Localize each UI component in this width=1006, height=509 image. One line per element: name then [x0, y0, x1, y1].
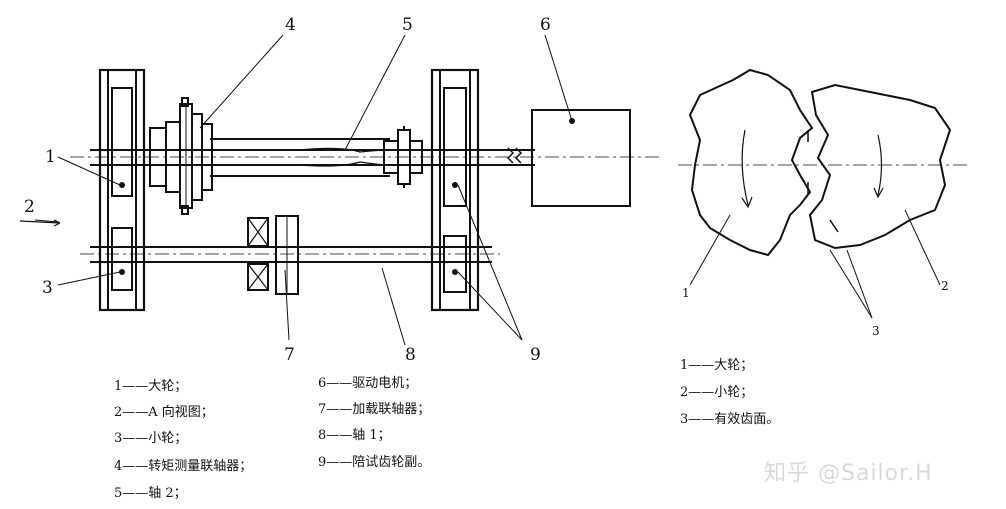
large-gear	[688, 68, 814, 257]
legend-item-4: 4——转矩测量联轴器；	[114, 459, 253, 474]
legend-item-3: 3——小轮；	[114, 431, 188, 446]
meshing-gears	[678, 68, 968, 319]
legend-item-1: 1——大轮；	[114, 379, 188, 394]
gear-callout-3: 3	[872, 324, 880, 338]
callout-6: 6	[540, 15, 551, 35]
gear-center-dots	[119, 118, 575, 275]
callout-8: 8	[405, 345, 416, 365]
gear-legend-item-3: 3——有效齿面。	[680, 412, 780, 427]
loading-coupling	[247, 215, 299, 295]
small-coupling	[383, 126, 423, 188]
callout-3: 3	[42, 278, 53, 298]
torque-coupling	[149, 97, 213, 215]
right-gearbox	[430, 68, 480, 312]
callout-5: 5	[402, 15, 413, 35]
callout-7: 7	[284, 345, 295, 365]
upper-shaft	[70, 138, 660, 177]
legend-item-5: 5——轴 2；	[114, 486, 187, 501]
legend-item-6: 6——驱动电机；	[318, 376, 418, 391]
gear-callout-2: 2	[941, 279, 949, 293]
gear-legend-item-2: 2——小轮；	[680, 385, 754, 400]
drive-motor	[531, 109, 631, 207]
leader-lines	[34, 34, 573, 346]
callout-2: 2	[24, 197, 35, 217]
watermark: 知乎 @Sailor.H	[764, 461, 933, 486]
callout-9: 9	[530, 345, 541, 365]
gear-callout-1: 1	[682, 286, 690, 300]
callout-1: 1	[45, 147, 56, 167]
legend-item-7: 7——加载联轴器；	[318, 402, 431, 417]
view-arrow	[19, 219, 61, 227]
legend-item-8: 8——轴 1；	[318, 428, 391, 443]
lower-shaft	[80, 246, 500, 263]
callout-4: 4	[285, 15, 296, 35]
small-gear	[808, 83, 952, 250]
legend-item-9: 9——陪试齿轮副。	[318, 455, 431, 470]
legend-item-2: 2——A 向视图；	[114, 405, 214, 420]
left-gearbox	[98, 68, 146, 312]
gear-legend-item-1: 1——大轮；	[680, 358, 754, 373]
